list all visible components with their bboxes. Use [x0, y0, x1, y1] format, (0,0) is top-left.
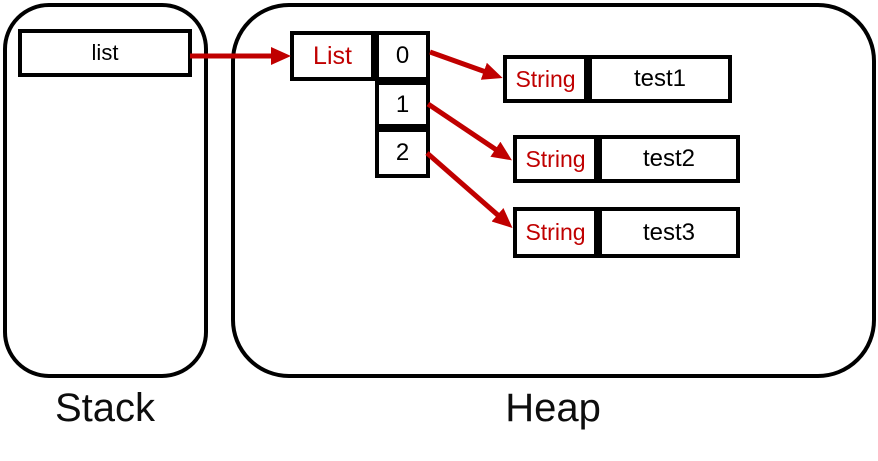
string-object-2-value-cell: test2: [598, 135, 740, 183]
string-object-1-value-cell: test1: [588, 55, 732, 103]
string-object-2-type-label: String: [525, 145, 586, 172]
stack-variable-box: list: [18, 29, 192, 77]
list-index-label-1: 1: [395, 90, 410, 118]
list-object-type-label: List: [313, 41, 352, 70]
string-object-3-value: test3: [642, 218, 696, 246]
string-object-2-value: test2: [642, 145, 696, 172]
list-index-label-2: 2: [395, 139, 410, 166]
heap-region-label: Heap: [505, 386, 601, 430]
list-index-cell-1: 1: [375, 81, 430, 128]
stack-variable-label: list: [91, 40, 119, 65]
stack-region-label: Stack: [54, 386, 156, 430]
string-object-2-type-cell: String: [513, 135, 598, 183]
string-object-1-type-label: String: [515, 65, 576, 92]
string-object-3-type-label: String: [525, 219, 586, 245]
string-object-3-type-cell: String: [513, 207, 598, 258]
list-index-cell-2: 2: [375, 128, 430, 178]
list-object-type-cell: List: [290, 31, 375, 81]
string-object-1-value: test1: [633, 65, 687, 92]
string-object-3-value-cell: test3: [598, 207, 740, 258]
list-index-label-0: 0: [395, 42, 410, 69]
string-object-1-type-cell: String: [503, 55, 588, 103]
list-index-cell-0: 0: [375, 31, 430, 81]
